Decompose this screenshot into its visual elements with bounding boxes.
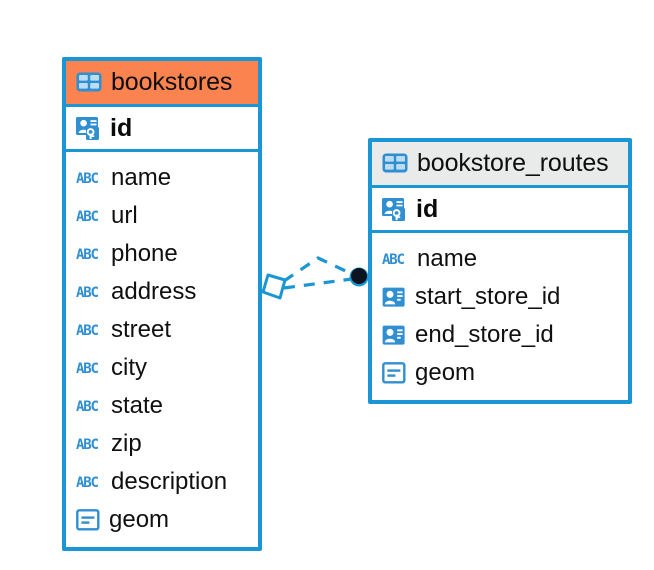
field-row[interactable]: end_store_id <box>372 316 628 354</box>
foreign-key-icon <box>382 286 406 308</box>
column-label: url <box>111 202 138 229</box>
filled-circle-marker <box>349 267 369 287</box>
column-label: name <box>111 164 172 191</box>
relationship-line-lower <box>283 277 353 290</box>
field-row[interactable]: ABC name <box>372 240 628 278</box>
field-row[interactable]: ABC phone <box>66 235 258 273</box>
table-icon <box>76 72 102 92</box>
diamond-marker <box>261 273 287 300</box>
svg-text:ABC: ABC <box>76 399 98 415</box>
entity-header-bookstore-routes[interactable]: bookstore_routes <box>372 142 628 188</box>
column-label: phone <box>111 240 178 267</box>
entity-title: bookstore_routes <box>417 148 609 177</box>
field-row[interactable]: geom <box>66 501 258 539</box>
column-label: city <box>111 354 147 381</box>
abc-icon: ABC <box>76 321 102 339</box>
svg-text:ABC: ABC <box>76 323 98 339</box>
abc-icon: ABC <box>76 359 102 377</box>
column-label: id <box>416 194 439 223</box>
field-list-bookstore-routes: ABC name start_store_id <box>372 233 628 400</box>
field-row[interactable]: ABC name <box>66 159 258 197</box>
entity-header-bookstores[interactable]: bookstores <box>66 61 258 107</box>
abc-icon: ABC <box>76 245 102 263</box>
field-row[interactable]: start_store_id <box>372 278 628 316</box>
field-row[interactable]: ABC city <box>66 349 258 387</box>
primary-key-row[interactable]: id <box>372 188 628 233</box>
column-label: name <box>417 245 478 272</box>
entity-bookstores[interactable]: bookstores id <box>62 57 262 551</box>
svg-text:ABC: ABC <box>76 361 98 377</box>
svg-text:ABC: ABC <box>76 209 98 225</box>
abc-icon: ABC <box>76 283 102 301</box>
primary-key-row[interactable]: id <box>66 107 258 152</box>
column-label: address <box>111 278 197 305</box>
field-row[interactable]: ABC address <box>66 273 258 311</box>
abc-icon: ABC <box>76 207 102 225</box>
svg-text:ABC: ABC <box>76 285 98 301</box>
column-label: state <box>111 392 164 419</box>
column-label: geom <box>109 506 170 533</box>
svg-text:ABC: ABC <box>76 437 98 453</box>
table-icon <box>382 153 408 173</box>
field-row[interactable]: ABC description <box>66 463 258 501</box>
abc-icon: ABC <box>76 169 102 187</box>
field-row[interactable]: ABC state <box>66 387 258 425</box>
svg-text:ABC: ABC <box>382 252 404 268</box>
abc-icon: ABC <box>76 397 102 415</box>
primary-key-icon <box>382 197 407 222</box>
abc-icon: ABC <box>76 435 102 453</box>
geometry-icon <box>76 509 100 531</box>
column-label: id <box>110 113 133 142</box>
column-label: start_store_id <box>415 283 561 310</box>
primary-key-icon <box>76 116 101 141</box>
column-label: street <box>111 316 172 343</box>
abc-icon: ABC <box>382 250 408 268</box>
abc-icon: ABC <box>76 473 102 491</box>
svg-text:ABC: ABC <box>76 247 98 263</box>
column-label: geom <box>415 359 476 386</box>
field-row[interactable]: ABC zip <box>66 425 258 463</box>
svg-text:ABC: ABC <box>76 171 98 187</box>
field-row[interactable]: ABC street <box>66 311 258 349</box>
entity-bookstore-routes[interactable]: bookstore_routes id <box>368 138 632 404</box>
entity-title: bookstores <box>111 67 233 96</box>
geometry-icon <box>382 362 406 384</box>
column-label: description <box>111 468 228 495</box>
column-label: end_store_id <box>415 321 554 348</box>
column-label: zip <box>111 430 142 457</box>
field-row[interactable]: geom <box>372 354 628 392</box>
foreign-key-icon <box>382 324 406 346</box>
svg-text:ABC: ABC <box>76 475 98 491</box>
field-row[interactable]: ABC url <box>66 197 258 235</box>
field-list-bookstores: ABC name ABC url ABC p <box>66 152 258 547</box>
relationship-line-upper <box>283 256 353 283</box>
